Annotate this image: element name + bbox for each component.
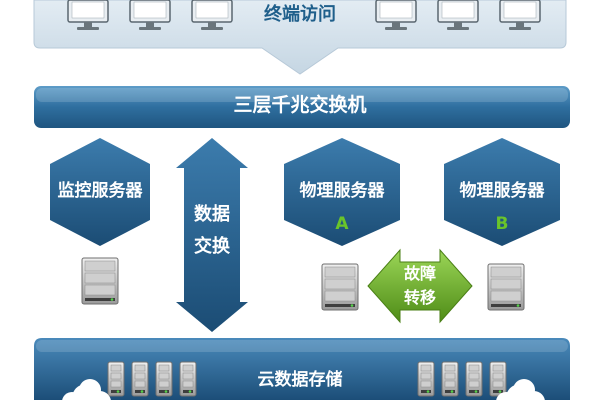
data-exchange-label-1: 数据 (194, 204, 230, 225)
data-exchange-arrow (176, 138, 248, 332)
switch-label: 三层千兆交换机 (233, 94, 367, 116)
server-icon (489, 361, 507, 397)
server-icon (417, 361, 435, 397)
server-icon (179, 361, 197, 397)
monitor-icon (67, 0, 109, 30)
monitor-server-label: 监控服务器 (57, 181, 143, 201)
cloud-icon (62, 379, 111, 400)
server-icon (81, 257, 119, 305)
physical-server-b-letter: B (495, 214, 509, 234)
monitor-icon (191, 0, 233, 30)
server-group (81, 257, 525, 397)
monitor-icon (375, 0, 417, 30)
cloud-storage-label: 云数据存储 (257, 370, 343, 390)
failover-label-2: 转移 (403, 288, 436, 307)
terminal-access-label: 终端访问 (264, 4, 336, 25)
physical-server-a-label: 物理服务器 (299, 181, 385, 201)
monitor-icon (129, 0, 171, 30)
cloud-icon (496, 379, 545, 400)
monitor-icon (437, 0, 479, 30)
server-icon (487, 263, 525, 311)
switch-bar (34, 86, 570, 128)
monitor-server-shape (50, 138, 150, 246)
server-icon (131, 361, 149, 397)
cloud-group (62, 379, 545, 400)
physical-server-b-shape (444, 138, 560, 246)
monitor-row (67, 0, 541, 30)
failover-label-1: 故障 (403, 264, 436, 283)
physical-server-b-label: 物理服务器 (459, 181, 545, 201)
data-exchange-label-2: 交换 (194, 236, 230, 257)
server-icon (465, 361, 483, 397)
server-icon (321, 263, 359, 311)
server-icon (155, 361, 173, 397)
physical-server-a-shape (284, 138, 400, 246)
failover-arrow (367, 248, 473, 324)
monitor-icon (499, 0, 541, 30)
physical-server-a-letter: A (335, 214, 349, 234)
server-icon (107, 361, 125, 397)
server-icon (441, 361, 459, 397)
